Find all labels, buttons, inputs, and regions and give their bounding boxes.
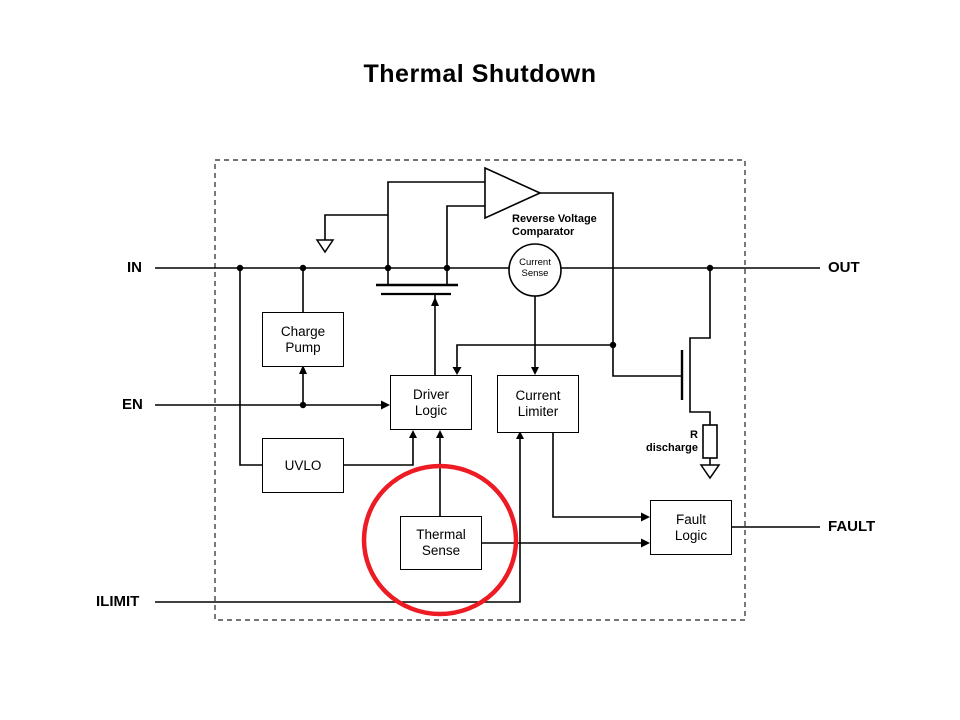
block-current-limiter-line2: Limiter bbox=[517, 404, 559, 419]
current-sense-label-line2: Sense bbox=[521, 267, 549, 279]
comparator-to-driver-wire bbox=[456, 344, 613, 373]
block-current-limiter: Current Limiter bbox=[497, 375, 579, 433]
junction-dot bbox=[299, 264, 307, 272]
arrow-thermal-into-fault bbox=[641, 538, 650, 548]
block-fault-logic-line1: Fault bbox=[675, 511, 706, 527]
comparator-label-line1: Reverse Voltage bbox=[512, 213, 597, 225]
block-charge-pump-line2: Pump bbox=[285, 339, 321, 355]
current-sense-label: Current Sense bbox=[505, 257, 565, 279]
pin-label-ilimit: ILIMIT bbox=[96, 593, 140, 610]
junction-dots bbox=[236, 264, 714, 409]
junction-dot bbox=[236, 264, 244, 272]
discharge-resistor bbox=[702, 424, 718, 459]
discharge-path-wire bbox=[689, 268, 711, 425]
r-discharge-label: R discharge bbox=[598, 429, 698, 454]
ground-stub-wire bbox=[324, 214, 388, 240]
arrow-driver-to-gate bbox=[431, 297, 439, 306]
arrowheads bbox=[299, 297, 650, 548]
uvlo-output-wire bbox=[342, 433, 414, 466]
comparator-output-wire bbox=[540, 192, 682, 377]
block-current-limiter-line1: Current bbox=[515, 388, 561, 403]
block-uvlo: UVLO bbox=[262, 438, 344, 493]
junction-dot bbox=[384, 264, 392, 272]
r-discharge-label-line2: discharge bbox=[646, 441, 698, 454]
arrow-ilimit-into-limiter bbox=[516, 431, 524, 439]
junction-dot bbox=[609, 341, 617, 349]
current-sense-label-line1: Current bbox=[519, 257, 551, 268]
arrow-into-charge-pump bbox=[299, 365, 307, 374]
ic-boundary bbox=[214, 159, 746, 621]
ilimit-wire bbox=[155, 434, 521, 603]
block-fault-logic: Fault Logic bbox=[650, 500, 732, 555]
block-thermal-sense: Thermal Sense bbox=[400, 516, 482, 570]
block-driver-logic-line1: Driver bbox=[413, 386, 449, 402]
pin-label-out: OUT bbox=[828, 259, 860, 276]
arrow-en-into-driver bbox=[381, 400, 390, 410]
comparator-triangle bbox=[484, 166, 542, 220]
pin-label-fault: FAULT bbox=[828, 518, 876, 535]
block-fault-logic-line2: Logic bbox=[674, 527, 708, 543]
ground-icon-bottom bbox=[699, 464, 721, 480]
pin-label-en: EN bbox=[122, 396, 143, 413]
r-discharge-label-line1: R bbox=[690, 429, 698, 441]
arrow-limiter-into-fault bbox=[641, 512, 650, 522]
arrow-uvlo-into-driver bbox=[409, 430, 417, 438]
block-charge-pump: Charge Pump bbox=[262, 312, 344, 367]
block-thermal-sense-line1: Thermal bbox=[416, 527, 466, 542]
uvlo-input-wire bbox=[239, 268, 262, 466]
block-thermal-sense-line2: Sense bbox=[421, 543, 461, 558]
block-driver-logic: Driver Logic bbox=[390, 375, 472, 430]
block-charge-pump-line1: Charge bbox=[280, 323, 326, 339]
comparator-label-line2: Comparator bbox=[512, 225, 575, 238]
arrow-comp-into-driver bbox=[452, 367, 462, 375]
comparator-input2-wire bbox=[446, 205, 485, 285]
ground-icon-top bbox=[315, 239, 335, 254]
pass-mosfet bbox=[376, 283, 458, 296]
comparator-input1-wire bbox=[387, 181, 485, 285]
junction-dot bbox=[299, 401, 307, 409]
arrow-sense-into-limiter bbox=[531, 367, 539, 375]
block-driver-logic-line2: Logic bbox=[414, 402, 448, 418]
page-title: Thermal Shutdown bbox=[363, 60, 597, 88]
pin-label-in: IN bbox=[127, 259, 142, 276]
junction-dot bbox=[706, 264, 714, 272]
block-uvlo-line1: UVLO bbox=[284, 457, 322, 473]
comparator-label: Reverse Voltage Comparator bbox=[512, 213, 642, 238]
arrow-thermal-into-driver bbox=[436, 430, 444, 438]
limiter-to-fault-wire bbox=[552, 431, 641, 518]
junction-dot bbox=[443, 264, 451, 272]
